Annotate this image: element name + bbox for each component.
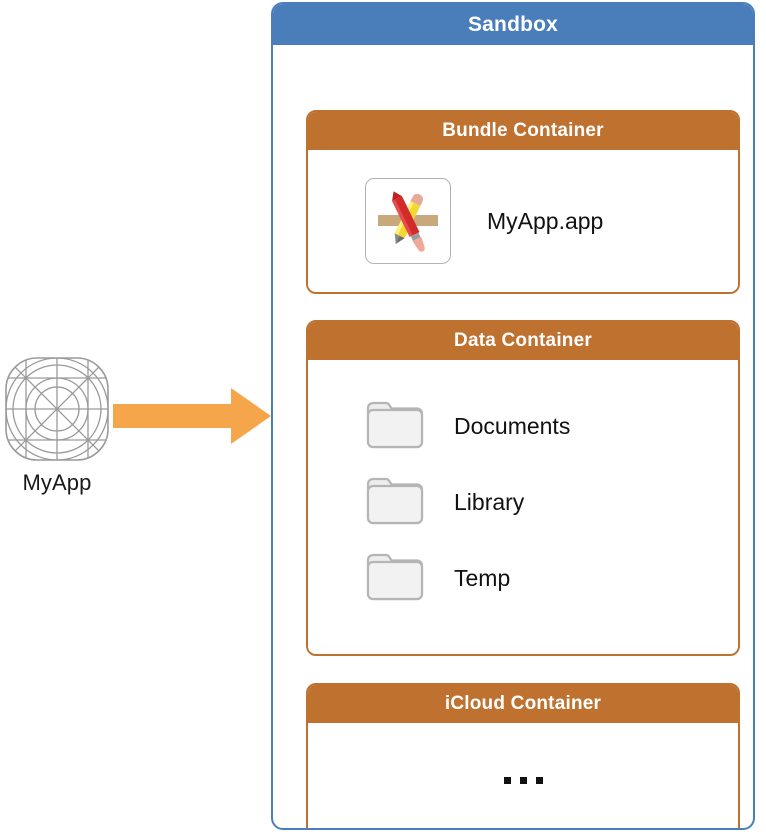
xcode-app-icon: [365, 178, 451, 264]
sandbox-title: Sandbox: [273, 4, 753, 45]
app-node: MyApp: [4, 356, 114, 506]
bundle-container-title: Bundle Container: [308, 112, 738, 150]
folder-label: Temp: [454, 564, 511, 591]
folder-icon: [365, 550, 425, 607]
list-item: MyApp.app: [365, 178, 603, 264]
icloud-container-body: [308, 723, 738, 828]
flow-arrow: [113, 388, 273, 444]
ios-app-icon-grid-icon: [4, 356, 110, 462]
folder-icon: [365, 474, 425, 531]
sandbox-body: Bundle Container: [273, 45, 753, 828]
list-item: Library: [365, 464, 738, 540]
app-node-label: MyApp: [22, 470, 92, 495]
folder-label: Documents: [454, 412, 571, 439]
folder-icon: [365, 398, 425, 455]
ellipsis-icon: [503, 776, 543, 784]
bundle-container-body: MyApp.app: [308, 150, 738, 292]
list-item: Documents: [365, 388, 738, 464]
data-container: Data Container Documents: [306, 320, 740, 656]
data-container-body: Documents Library: [308, 360, 738, 654]
data-container-title: Data Container: [308, 322, 738, 360]
bundle-container: Bundle Container: [306, 110, 740, 294]
folder-label: Library: [454, 488, 525, 515]
bundle-item-label: MyApp.app: [487, 207, 604, 234]
icloud-container: iCloud Container: [306, 683, 740, 828]
sandbox-container: Sandbox Bundle Container: [271, 2, 755, 830]
list-item: Temp: [365, 540, 738, 616]
icloud-container-title: iCloud Container: [308, 685, 738, 723]
